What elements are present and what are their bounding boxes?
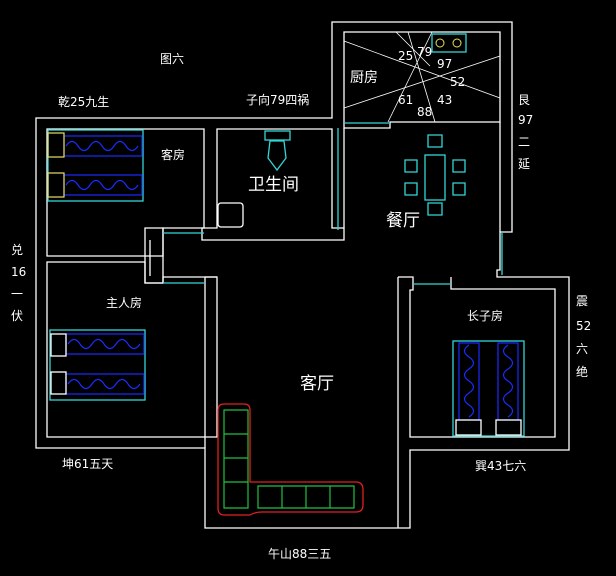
dining-wall bbox=[343, 122, 501, 232]
drawing-title: 图六 bbox=[160, 52, 184, 66]
kitchen-number: 97 bbox=[437, 57, 452, 71]
pillow bbox=[50, 371, 67, 395]
label-nw: 乾25九生 bbox=[58, 95, 109, 109]
sofa-cushions bbox=[223, 409, 355, 509]
sink bbox=[217, 202, 244, 228]
kitchen-number: 88 bbox=[417, 105, 432, 119]
kitchen-number: 25 bbox=[398, 49, 413, 63]
guest-bed bbox=[47, 129, 144, 202]
burner-icon bbox=[452, 38, 462, 48]
bed-blanket bbox=[63, 135, 143, 157]
bed-blanket bbox=[65, 333, 145, 355]
label-east-2: 52 bbox=[576, 319, 591, 333]
son-room-wall bbox=[397, 276, 556, 528]
bed-blanket bbox=[63, 174, 143, 196]
son-bed bbox=[452, 340, 525, 437]
room-label-living: 客厅 bbox=[300, 374, 334, 394]
burner-icon bbox=[435, 38, 445, 48]
label-east-4: 绝 bbox=[576, 364, 588, 379]
label-north: 子向79四祸 bbox=[246, 92, 309, 107]
living-wall bbox=[204, 276, 217, 448]
doors bbox=[163, 122, 503, 285]
label-ne-2: 97 bbox=[518, 113, 533, 127]
room-label-bathroom: 卫生间 bbox=[248, 175, 299, 195]
room-label-kitchen: 厨房 bbox=[350, 70, 378, 86]
pillow bbox=[495, 419, 522, 436]
label-ne-3: 二 bbox=[518, 135, 530, 149]
room-label-guest: 客房 bbox=[161, 147, 185, 162]
label-sw: 坤61五天 bbox=[62, 456, 113, 471]
bed-pattern bbox=[65, 140, 139, 191]
dining-table bbox=[424, 154, 446, 201]
kitchen-number: 79 bbox=[417, 45, 432, 59]
label-west-4: 伏 bbox=[11, 309, 23, 323]
label-east-3: 六 bbox=[576, 342, 588, 356]
label-east-1: 震 bbox=[576, 294, 588, 308]
label-ne-4: 延 bbox=[518, 157, 530, 171]
bed-pattern bbox=[67, 338, 141, 390]
pillow bbox=[47, 172, 65, 198]
room-label-dining: 餐厅 bbox=[386, 211, 420, 231]
kitchen-number: 61 bbox=[398, 93, 413, 107]
label-west-1: 兑 bbox=[11, 243, 23, 257]
bed-pattern bbox=[463, 344, 514, 418]
pillow bbox=[47, 132, 65, 158]
dining-chairs bbox=[404, 134, 466, 216]
label-ne-1: 艮 bbox=[518, 93, 530, 107]
pillow bbox=[455, 419, 482, 436]
toilet-tank bbox=[264, 130, 291, 141]
toilet-icon bbox=[267, 140, 287, 172]
pillow bbox=[50, 333, 67, 357]
label-west-3: 一 bbox=[11, 287, 23, 301]
label-west-2: 16 bbox=[11, 265, 26, 279]
kitchen-number: 43 bbox=[437, 93, 452, 107]
master-bed bbox=[49, 329, 146, 401]
bathroom-wall bbox=[201, 128, 345, 241]
room-label-son: 长子房 bbox=[467, 308, 503, 323]
room-label-master: 主人房 bbox=[106, 295, 142, 310]
kitchen-cross bbox=[343, 31, 501, 123]
outer-wall bbox=[35, 21, 570, 529]
bed-blanket bbox=[65, 373, 145, 395]
sofa bbox=[217, 403, 364, 516]
master-room-wall bbox=[46, 261, 218, 438]
label-se: 巽43七六 bbox=[475, 459, 526, 473]
stove bbox=[431, 33, 467, 53]
kitchen-number: 52 bbox=[450, 75, 465, 89]
label-south: 午山88三五 bbox=[268, 547, 331, 561]
